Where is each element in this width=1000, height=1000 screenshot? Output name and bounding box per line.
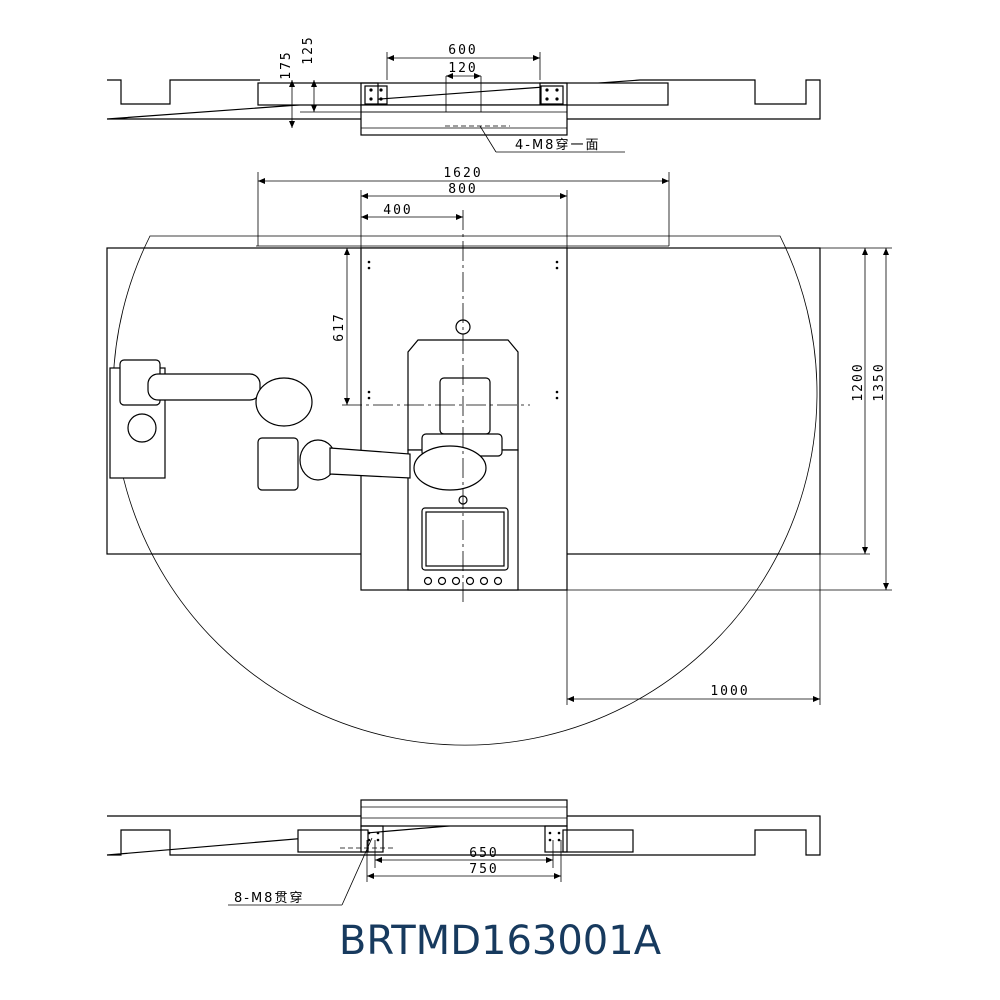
dim-reach: 1000 bbox=[710, 684, 749, 699]
bottom-bolt-dots bbox=[367, 831, 561, 842]
bottom-left-rail bbox=[297, 829, 369, 853]
base-bolt-dots bbox=[367, 260, 559, 400]
top-bracket-left bbox=[364, 85, 388, 105]
top-bracket-right bbox=[540, 85, 564, 105]
robot-wrist-tool bbox=[439, 377, 491, 435]
robot-arm bbox=[109, 359, 503, 491]
arm-elbow-cover bbox=[257, 437, 299, 491]
bottom-frame-outline bbox=[106, 815, 821, 856]
top-right-rail bbox=[539, 82, 669, 106]
arm-upper-link bbox=[329, 447, 411, 479]
model-code: BRTMD163001A bbox=[338, 918, 662, 964]
dim-depth-b: 1350 bbox=[872, 362, 887, 401]
top-callout: 4-M8穿一面 bbox=[515, 137, 600, 153]
dim-base-width: 800 bbox=[448, 182, 477, 197]
controller-screen-inner bbox=[425, 511, 505, 567]
top-elevation-view: 600 120 175 125 4-M8穿一面 bbox=[106, 35, 821, 153]
bottom-base-plate bbox=[360, 799, 568, 827]
dim-bottom-outer: 750 bbox=[469, 862, 498, 877]
arm-base-rotor bbox=[413, 445, 487, 491]
bottom-callout: 8-M8贯穿 bbox=[234, 890, 304, 906]
controller-screen bbox=[421, 507, 509, 571]
dim-overall: 1620 bbox=[443, 166, 482, 181]
dim-offset: 617 bbox=[332, 312, 347, 341]
dim-height-b: 125 bbox=[301, 35, 316, 64]
controller-buttons bbox=[423, 576, 503, 586]
leader-line bbox=[479, 125, 497, 153]
bottom-elevation-view: 650 750 8-M8贯穿 bbox=[106, 799, 821, 906]
bottom-bracket-right bbox=[544, 825, 568, 853]
dim-top-overall: 600 bbox=[448, 43, 477, 58]
top-base-plate bbox=[360, 104, 568, 136]
dim-half-width: 400 bbox=[383, 203, 412, 218]
dim-height-a: 175 bbox=[279, 50, 294, 79]
dim-bottom-inner: 650 bbox=[469, 846, 498, 861]
plan-view: 1620 800 400 617 1200 1350 1000 bbox=[106, 166, 892, 746]
dim-top-inner: 120 bbox=[448, 61, 477, 76]
dim-depth-a: 1200 bbox=[851, 362, 866, 401]
top-base-block bbox=[360, 82, 568, 106]
bottom-right-rail bbox=[562, 829, 634, 853]
arm-elbow-joint bbox=[255, 377, 313, 427]
top-frame-outline bbox=[106, 79, 821, 120]
top-left-rail bbox=[257, 82, 379, 106]
arm-forearm bbox=[147, 373, 261, 401]
leader-line bbox=[341, 837, 373, 906]
top-bolt-dots bbox=[369, 88, 559, 101]
bottom-bracket-left bbox=[360, 825, 384, 853]
arm-wrist-joint bbox=[127, 413, 157, 443]
